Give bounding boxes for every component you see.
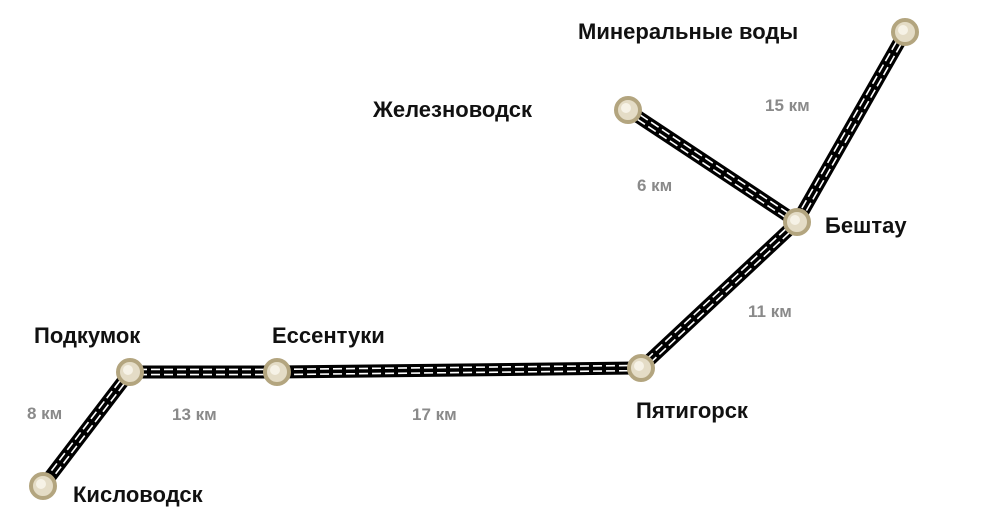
station-label-beshtau: Бештау	[825, 213, 907, 238]
track-essentuki-podkumok	[130, 365, 277, 379]
station-label-pyatigorsk: Пятигорск	[636, 398, 748, 423]
station-highlight-beshtau	[790, 215, 800, 225]
distance-label-essentuki-podkumok: 13 км	[172, 405, 217, 424]
track-pyatigorsk-essentuki	[276, 361, 642, 379]
station-label-podkumok: Подкумок	[34, 323, 141, 348]
station-label-essentuki: Ессентуки	[272, 323, 385, 348]
distance-label-beshtau-pyatigorsk: 11 км	[748, 302, 792, 321]
track-zheleznovodsk-beshtau	[624, 104, 801, 228]
distance-label-zheleznovodsk-beshtau: 6 км	[637, 176, 673, 195]
distance-label-podkumok-kislovodsk: 8 км	[27, 404, 63, 423]
station-highlight-mineralnye-vody	[898, 25, 908, 35]
station-label-kislovodsk: Кисловодск	[73, 482, 203, 507]
station-highlight-pyatigorsk	[634, 361, 644, 371]
track-mineralnye-vody-beshtau	[791, 28, 911, 226]
track-podkumok-kislovodsk	[37, 368, 136, 490]
distance-label-pyatigorsk-essentuki: 17 км	[412, 405, 457, 424]
station-highlight-essentuki	[270, 365, 280, 375]
station-label-mineralnye-vody: Минеральные воды	[578, 19, 799, 44]
station-label-zheleznovodsk: Железноводск	[373, 97, 533, 122]
distance-label-mv-beshtau: 15 км	[765, 96, 810, 115]
station-highlight-kislovodsk	[36, 479, 46, 489]
track-beshtau-pyatigorsk	[636, 217, 802, 373]
station-highlight-zheleznovodsk	[621, 103, 631, 113]
station-highlight-podkumok	[123, 365, 133, 375]
